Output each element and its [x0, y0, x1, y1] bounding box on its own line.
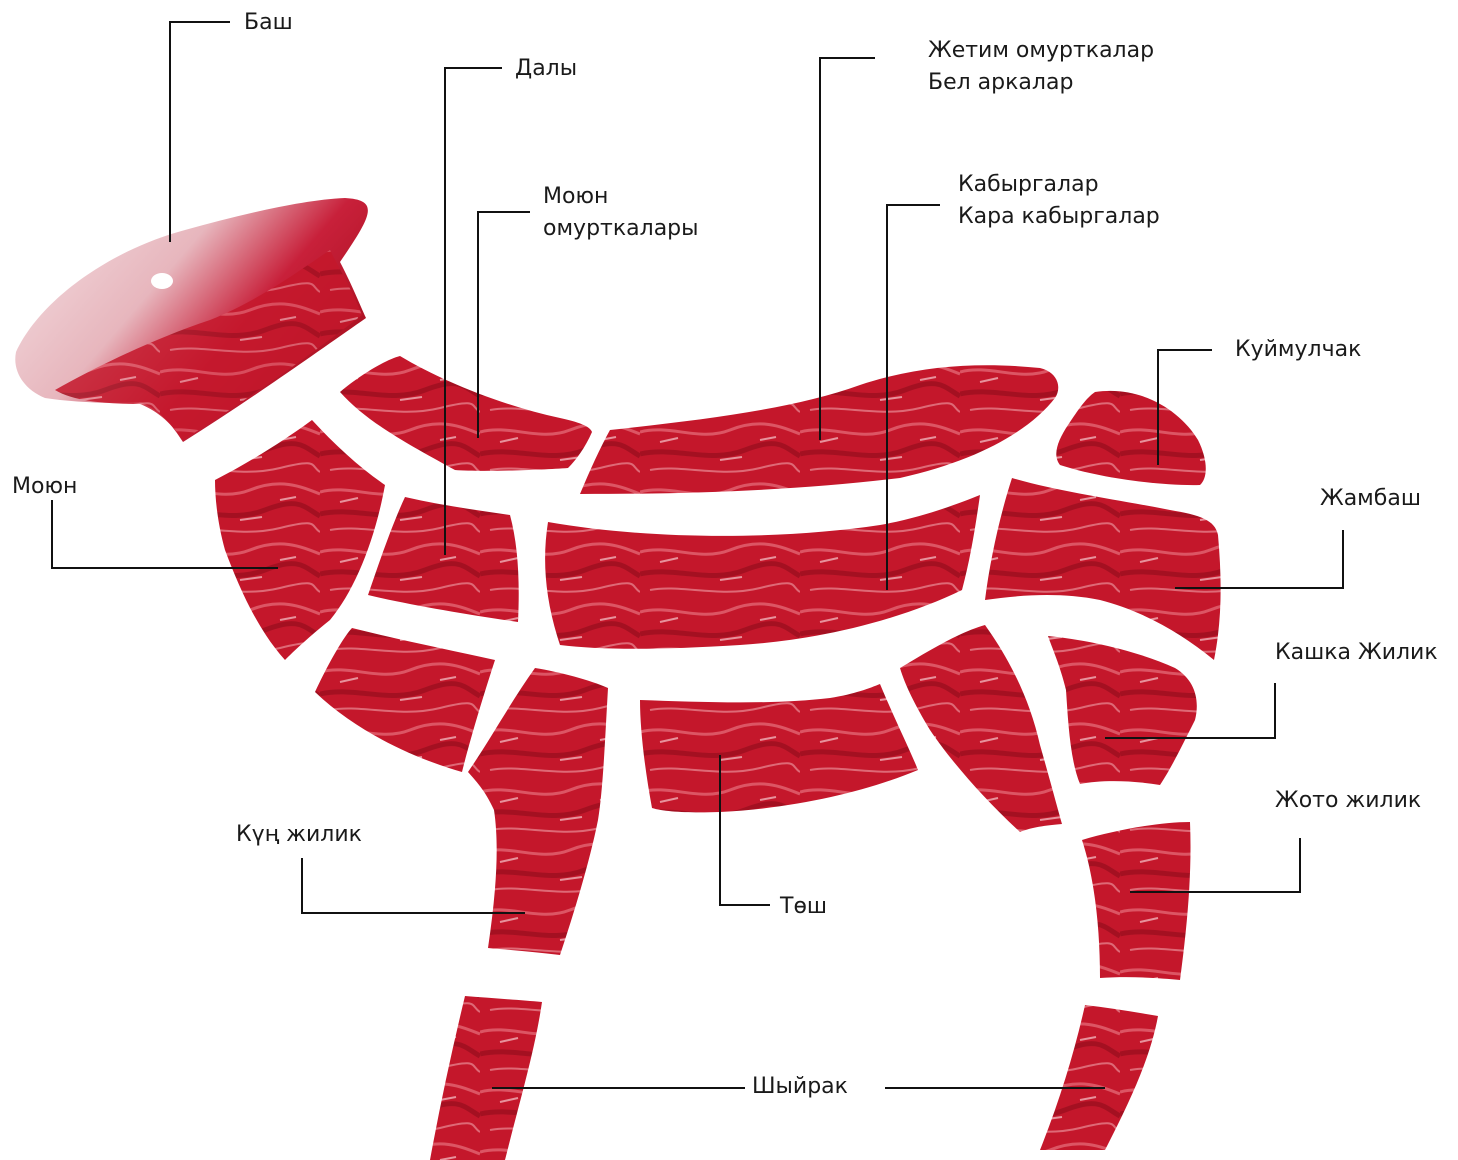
label-zhetim-1: Жетим омурткалар	[928, 36, 1154, 66]
label-kashka-zhilik: Кашка Жилик	[1275, 638, 1438, 668]
cut-front-shank	[468, 668, 608, 955]
cut-hind-shank-upper	[1048, 636, 1197, 785]
label-bash: Баш	[244, 8, 293, 38]
cut-front-shank-upper	[315, 628, 495, 772]
cut-ribs	[545, 495, 980, 649]
cut-rump	[1056, 391, 1205, 485]
cut-flank	[900, 625, 1062, 832]
cut-brisket	[640, 684, 918, 812]
label-zhetim-2: Бел аркалар	[928, 68, 1073, 98]
label-moyun: Моюн	[12, 472, 77, 502]
leader-kung	[302, 858, 525, 913]
leader-zhetim	[820, 58, 875, 440]
label-kabyrga-1: Кабыргалар	[958, 170, 1099, 200]
label-shyirak: Шыйрак	[752, 1072, 848, 1102]
label-kuymulchak: Куймулчак	[1235, 335, 1361, 365]
label-daly: Далы	[515, 54, 577, 84]
cut-leg	[985, 478, 1221, 660]
cut-neck	[215, 420, 385, 660]
cut-hind-foot	[1040, 1005, 1158, 1150]
label-moyun-omurt-1: Моюн	[543, 182, 608, 212]
cut-front-foot	[430, 996, 542, 1160]
label-kabyrga-2: Кара кабыргалар	[958, 202, 1160, 232]
label-kung-zhilik: Күң жилик	[236, 820, 362, 850]
eye-hole-icon	[151, 273, 173, 289]
cut-shoulder	[368, 497, 519, 622]
label-zhoto-zhilik: Жото жилик	[1275, 786, 1421, 816]
label-tosh: Төш	[780, 892, 827, 922]
leader-bash	[170, 22, 230, 242]
cut-hind-shank	[1082, 822, 1191, 980]
label-moyun-omurt-2: омурткалары	[543, 214, 699, 244]
leader-daly	[445, 68, 502, 555]
label-zhambash: Жамбаш	[1320, 484, 1421, 514]
cut-neck-vertebrae	[340, 356, 592, 471]
